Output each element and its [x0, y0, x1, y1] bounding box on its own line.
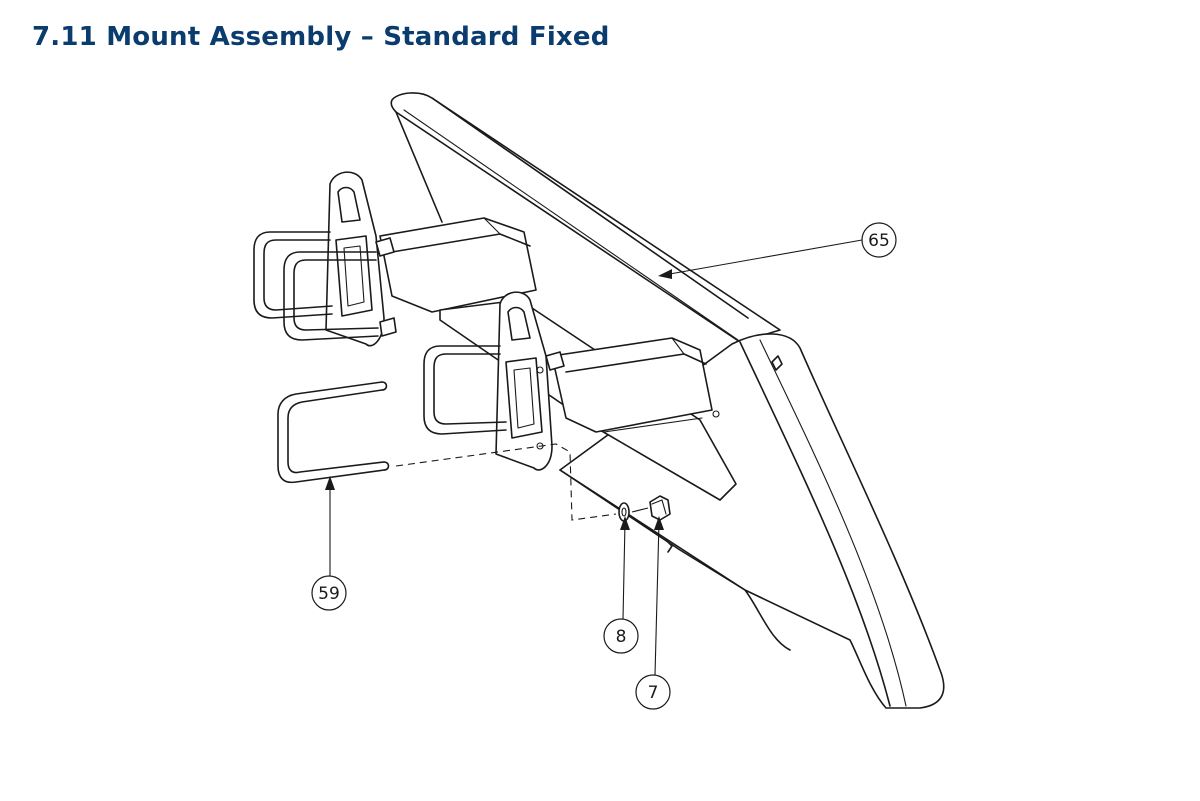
callout-label-7: 7	[648, 683, 659, 703]
callout-label-65: 65	[868, 231, 890, 251]
lower-bracket	[423, 291, 737, 501]
upper-bracket	[253, 171, 537, 347]
washer	[618, 502, 630, 522]
callout-65: 65	[658, 222, 897, 279]
page-title: 7.11 Mount Assembly – Standard Fixed	[32, 22, 610, 52]
callout-8: 8	[603, 516, 639, 654]
callout-label-59: 59	[318, 584, 340, 604]
nut	[649, 495, 671, 521]
callout-label-8: 8	[616, 627, 627, 647]
callout-59: 59	[311, 476, 347, 611]
callout-7: 7	[635, 516, 671, 710]
u-bolt-loose	[277, 381, 390, 484]
